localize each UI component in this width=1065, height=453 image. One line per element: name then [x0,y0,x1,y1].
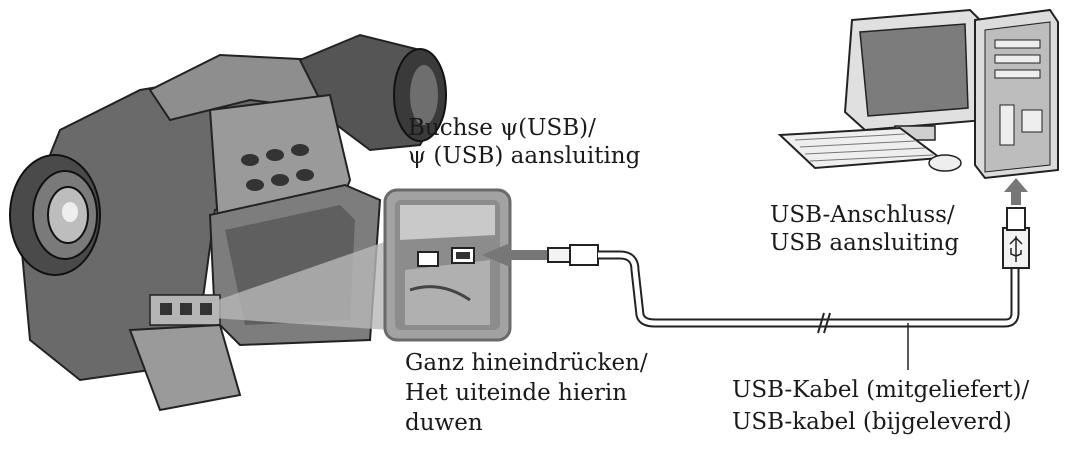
camcorder [9,33,447,412]
label-pc-usb-port-line2: USB aansluiting [770,230,960,256]
label-usb-cable: USB-Kabel (mitgeliefert)/ USB-kabel (bij… [732,374,1029,438]
insert-arrow [482,243,548,267]
usb-cable [547,207,1030,370]
label-usb-cable-line2: USB-kabel (bijgeleverd) [732,409,1012,435]
zoom-beam [212,240,390,330]
label-push-in-line1: Ganz hineindrücken/ [405,350,648,376]
label-push-in-line3: duwen [405,410,483,436]
pc-insert-arrow [1004,178,1028,205]
label-push-in-line2: Het uiteinde hierin [405,380,628,406]
label-camera-usb-port: Buchse ψ(USB)/ ψ (USB) aansluiting [408,114,640,170]
label-usb-cable-line1: USB-Kabel (mitgeliefert)/ [732,377,1030,403]
label-push-in: Ganz hineindrücken/ Het uiteinde hierin … [405,348,648,438]
port-detail-panel [383,188,512,342]
label-camera-usb-port-line2: ψ (USB) aansluiting [408,143,641,169]
label-camera-usb-port-line1: Buchse ψ(USB)/ [408,115,596,141]
computer [777,8,1059,180]
label-pc-usb-port-line1: USB-Anschluss/ [770,202,955,228]
label-pc-usb-port: USB-Anschluss/ USB aansluiting [770,201,959,257]
